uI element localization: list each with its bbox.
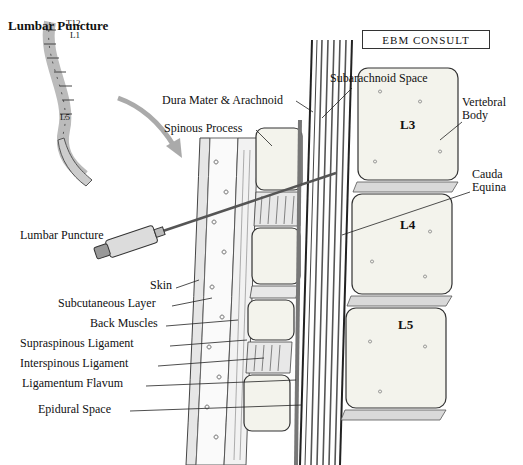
part-label: Supraspinous Ligament	[20, 337, 134, 350]
leader-line	[170, 340, 247, 346]
syringe	[93, 222, 167, 262]
leader-line	[158, 358, 264, 366]
sacrum-sketch	[58, 138, 92, 186]
needle-hub	[154, 227, 165, 237]
ligamentum-flavum	[296, 120, 300, 465]
zoom-arrowhead	[166, 138, 182, 158]
vertebra-label: L5	[398, 318, 413, 331]
part-label: Cauda Equina	[472, 168, 520, 194]
syringe-plunger	[94, 243, 111, 259]
spinous-process	[248, 300, 294, 340]
dura-mater	[300, 40, 312, 465]
leader-line	[176, 280, 199, 288]
logo-text: EBM CONSULT	[382, 34, 469, 46]
leader-line	[172, 298, 212, 306]
leader-line	[322, 88, 352, 118]
part-label: Spinous Process	[164, 122, 242, 135]
vertebra-ticks	[44, 30, 74, 114]
leader-line	[296, 101, 313, 112]
vertebra-label: L4	[400, 218, 415, 231]
fat-dots	[205, 160, 228, 439]
leader-line	[342, 192, 470, 235]
part-label: Subarachnoid Space	[330, 72, 428, 85]
part-label: Ligamentum Flavum	[22, 377, 123, 390]
leader-lines	[130, 88, 470, 411]
vertebral-body	[352, 194, 452, 294]
leader-line	[146, 380, 296, 386]
part-label: Subcutaneous Layer	[58, 297, 156, 310]
interspinous-ligament	[246, 192, 300, 373]
spinous-process	[244, 375, 290, 431]
vertebra-label: L3	[400, 118, 415, 131]
vertebra-label: T12	[66, 18, 81, 28]
part-label: Skin	[150, 279, 172, 292]
arachnoid	[305, 40, 317, 465]
spinous-process	[252, 228, 300, 284]
spinal-needle	[160, 173, 336, 232]
leader-line	[130, 405, 302, 411]
part-label: Epidural Space	[38, 403, 111, 416]
part-label: Vertebral Body	[462, 96, 518, 122]
spinous-process	[256, 128, 302, 190]
syringe-barrel	[105, 225, 158, 258]
part-label: Back Muscles	[90, 317, 158, 330]
vertebra-label: L1	[70, 30, 80, 40]
part-label: Dura Mater & Arachnoid	[162, 94, 283, 107]
bone-texture	[369, 90, 442, 393]
diagram-title: Lumbar Puncture	[8, 18, 108, 34]
vertebra-label: L5	[60, 112, 70, 122]
ligament-hatching	[254, 196, 294, 371]
leader-line	[440, 122, 462, 140]
logo-box: EBM CONSULT	[362, 30, 490, 49]
vertebral-body	[346, 308, 446, 408]
part-label: Interspinous Ligament	[20, 357, 128, 370]
intervertebral-disc	[341, 182, 458, 420]
leader-line	[256, 130, 272, 146]
cauda-equina	[311, 40, 346, 465]
leader-line	[166, 320, 238, 326]
part-label: Lumbar Puncture	[20, 229, 104, 242]
